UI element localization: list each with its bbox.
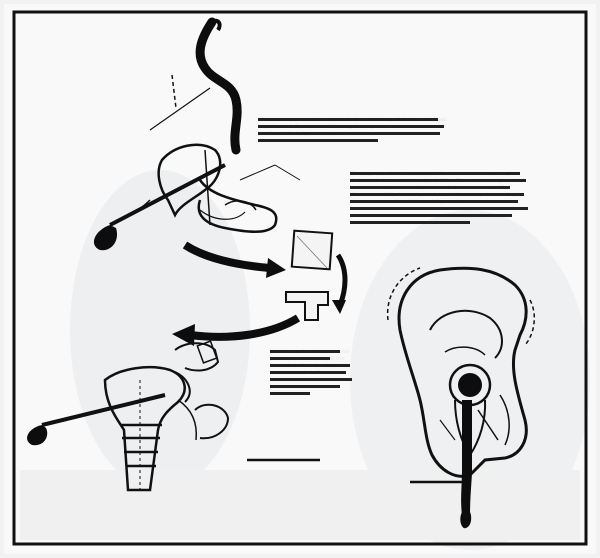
caption-osteotomy: Osteotomy, from the proximal portion, ..… — [270, 349, 356, 397]
caption-femoral-head: After the exposure of femoral shaft, the… — [258, 117, 448, 147]
caption-segment-removed: The segment which was removed from inter… — [350, 171, 530, 227]
